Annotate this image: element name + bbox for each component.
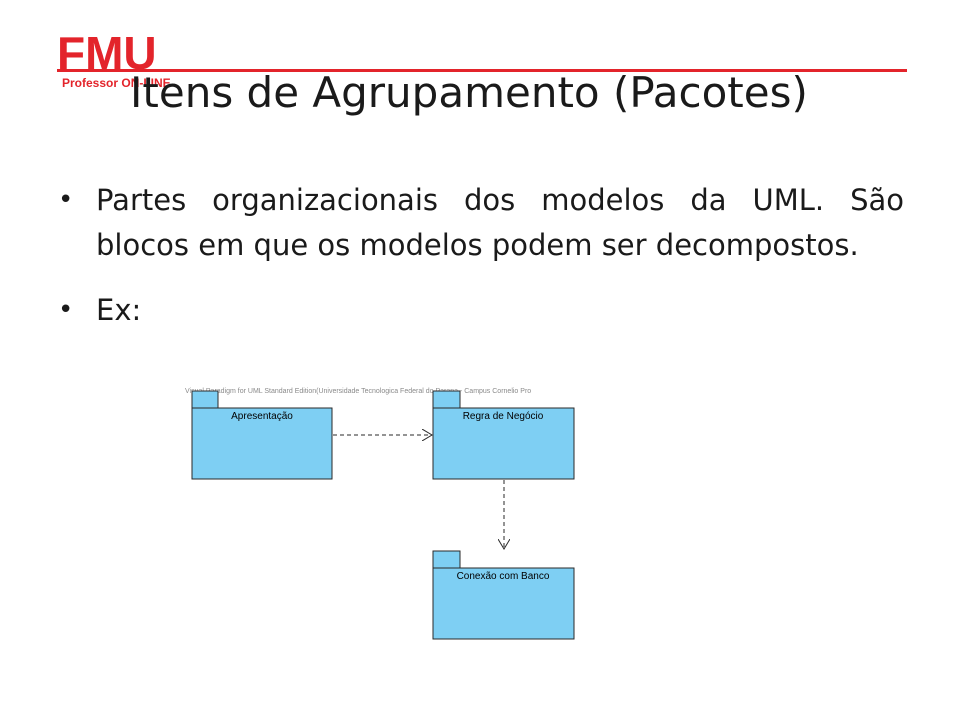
package-tab	[432, 390, 461, 409]
package-body	[432, 567, 575, 640]
diagram-watermark: Visual Paradigm for UML Standard Edition…	[185, 388, 531, 395]
fmu-logo: FMU Professor ON-LINE	[57, 30, 171, 90]
package-label: Regra de Negócio	[463, 411, 544, 422]
logo-subtitle: Professor ON-LINE	[62, 76, 171, 90]
bullet-item: • Partes organizacionais dos modelos da …	[58, 178, 904, 268]
slide-title: Itens de Agrupamento (Pacotes)	[130, 68, 808, 117]
package-conexao-com-banco: Conexão com Banco	[432, 550, 575, 640]
package-tab	[432, 550, 461, 569]
bullet-list: • Partes organizacionais dos modelos da …	[58, 178, 904, 333]
logo-mark: FMU	[57, 27, 157, 79]
header-rule	[57, 69, 907, 72]
package-label: Conexão com Banco	[457, 571, 550, 582]
uml-package-diagram: Visual Paradigm for UML Standard Edition…	[185, 388, 575, 640]
bullet-marker: •	[58, 185, 74, 215]
bullet-text: Partes organizacionais dos modelos da UM…	[96, 183, 904, 262]
bullet-text: Ex:	[96, 293, 142, 327]
bullet-item: • Ex:	[58, 288, 904, 333]
package-tab	[191, 390, 219, 409]
package-regra-de-negocio: Regra de Negócio	[432, 390, 575, 480]
bullet-marker: •	[58, 295, 74, 325]
package-body	[432, 407, 575, 480]
package-label: Apresentação	[231, 411, 293, 422]
package-body	[191, 407, 333, 480]
package-apresentacao: Apresentação	[191, 390, 333, 480]
